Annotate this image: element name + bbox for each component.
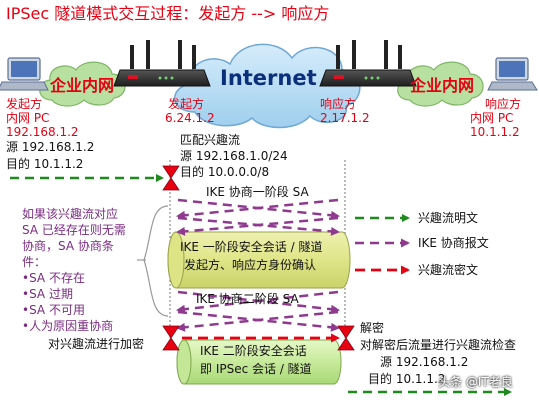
right-router-role: 响应方 [320, 97, 357, 111]
laptop-icon [0, 57, 49, 91]
legend-plaintext-label: 兴趣流明文 [418, 211, 479, 225]
laptop-icon [487, 57, 538, 91]
router-icon [113, 40, 211, 87]
match-flow-dst: 目的 10.0.0.0/8 [180, 165, 270, 179]
ike-phase1-label: IKE 协商一阶段 SA [206, 185, 309, 199]
match-flow-src: 源 192.168.1.0/24 [180, 149, 288, 163]
decrypt-label: 解密 [360, 321, 385, 335]
left-network-label: 企业内网 [50, 76, 115, 95]
condition-line: SA 已经存在则无需 [22, 223, 126, 237]
dst-packet-src: 源 192.168.1.2 [380, 355, 469, 369]
router-icon [319, 40, 417, 87]
ike-phase1-tunnel-line1: IKE 一阶段安全会话 / 隧道 [180, 240, 323, 254]
condition-line: 协商，SA 协商条 [22, 239, 114, 253]
left-pc-role: 发起方 [6, 97, 43, 111]
left-router-role: 发起方 [168, 97, 205, 111]
match-flow-title: 匹配兴趣流 [180, 133, 241, 147]
internet-label: Internet [220, 66, 317, 90]
ike-phase2-label: IKE 协商二阶段 SA [196, 292, 299, 306]
decrypt-check-label: 对解密后流量进行兴趣流检查 [360, 338, 517, 352]
ike-phase1-tunnel [167, 231, 351, 289]
condition-line: •SA 不存在 [22, 271, 85, 285]
right-network-label: 企业内网 [410, 76, 475, 95]
encrypt-label: 对兴趣流进行加密 [48, 337, 145, 351]
right-pc-name: 内网 PC [470, 111, 514, 125]
ipsec-tunnel-line1: IKE 二阶段安全会话 [200, 344, 307, 358]
condition-line: 件： [22, 255, 47, 269]
page-title: IPSec 隧道模式交互过程：发起方 --> 响应方 [6, 4, 330, 23]
left-pc-name: 内网 PC [6, 111, 50, 125]
right-pc-ip: 10.1.1.2 [470, 125, 520, 139]
condition-line: •SA 不可用 [22, 303, 85, 317]
left-network-cloud [39, 61, 126, 107]
src-packet-dst: 目的 10.1.1.2 [6, 157, 84, 171]
left-pc-ip: 192.168.1.2 [6, 125, 79, 139]
ipsec-tunnel-line2: 即 IPSec 会话 / 隧道 [200, 362, 312, 376]
legend-ike-label: IKE 协商报文 [418, 236, 489, 250]
watermark: 头条 @IT老良 [438, 375, 513, 389]
ike-phase1-tunnel-line2: 发起方、响应方身份确认 [184, 258, 317, 272]
right-pc-role: 响应方 [485, 97, 522, 111]
condition-line: •人为原因重协商 [22, 319, 114, 333]
dst-packet-dst: 目的 10.1.1.2 [368, 372, 446, 386]
src-packet-src: 源 192.168.1.2 [6, 140, 95, 154]
right-router-ip: 2.17.1.2 [320, 111, 370, 125]
left-router-ip: 6.24.1.2 [165, 111, 215, 125]
condition-line: •SA 过期 [22, 287, 73, 301]
legend-ciphertext-label: 兴趣流密文 [418, 263, 479, 277]
condition-line: 如果该兴趣流对应 [22, 207, 119, 221]
